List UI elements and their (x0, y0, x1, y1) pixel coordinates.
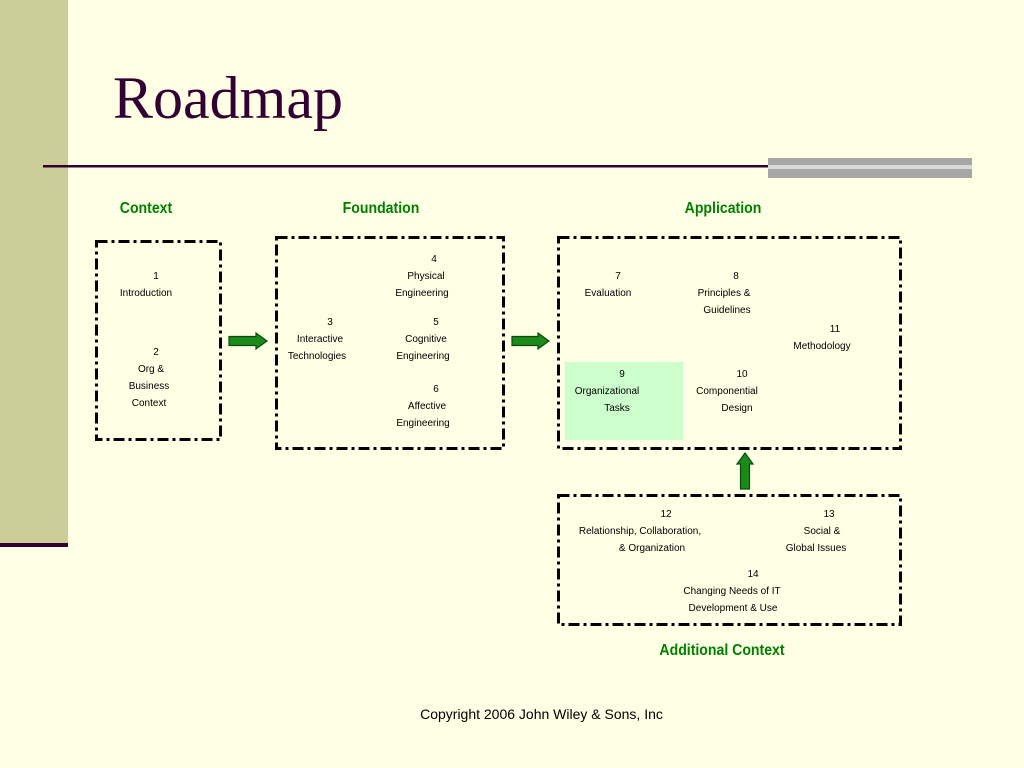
topic-10: 10 Componential Design (627, 366, 827, 417)
topic-number: 10 (736, 368, 748, 380)
topic-label-line: Tasks (604, 402, 630, 414)
topic-label-line: Context (131, 397, 167, 409)
topic-number: 1 (153, 270, 159, 282)
topic-number: 9 (619, 368, 625, 380)
heading-foundation: Foundation (342, 200, 420, 217)
topic-label-line: Evaluation (584, 287, 632, 299)
topic-1: 1 Introduction (46, 268, 246, 302)
topic-8: 8 Principles & Guidelines (625, 268, 825, 319)
heading-context: Context (119, 200, 173, 217)
topic-4: 4 Physical Engineering (324, 251, 524, 302)
copyright-footer: Copyright 2006 John Wiley & Sons, Inc (420, 706, 663, 722)
right-arrow-icon (511, 331, 551, 351)
title-underline (43, 165, 770, 168)
topic-label-line: Cognitive (405, 333, 447, 345)
title-underline-accent-stripe (768, 165, 972, 169)
topic-number: 11 (829, 323, 841, 335)
topic-label-line: Technologies (287, 350, 347, 362)
topic-label-line: Social & (803, 525, 841, 537)
topic-number: 8 (733, 270, 739, 282)
topic-label-line: Development & Use (688, 602, 778, 614)
topic-14: 14 Changing Needs of IT Development & Us… (632, 566, 832, 617)
topic-label-line: Org & (137, 363, 165, 375)
topic-label-line: Engineering (395, 287, 449, 299)
up-arrow-icon (735, 451, 755, 490)
topic-number: 4 (431, 253, 437, 265)
heading-application: Application (684, 200, 762, 217)
topic-label-line: Relationship, Collaboration, (578, 525, 702, 537)
topic-2: 2 Org & Business Context (49, 344, 249, 412)
sidebar-bottom-rule (0, 543, 68, 547)
topic-11: 11 Methodology (722, 321, 922, 355)
topic-label-line: Interactive (296, 333, 344, 345)
application-box (557, 236, 902, 450)
topic-12: 12 Relationship, Collaboration, & Organi… (540, 506, 740, 557)
topic-label-line: Componential (696, 385, 758, 397)
topic-label-line: Global Issues (785, 542, 847, 554)
topic-9: 9 Organizational Tasks (507, 366, 707, 417)
additional-context-box (557, 494, 902, 626)
topic-number: 3 (327, 316, 333, 328)
sidebar-band (0, 0, 68, 545)
highlight-topic-9 (565, 362, 683, 440)
topic-number: 5 (433, 316, 439, 328)
topic-label-line: Guidelines (703, 304, 751, 316)
topic-label-line: Introduction (119, 287, 173, 299)
topic-label-line: Changing Needs of IT (683, 585, 781, 597)
topic-label-line: Affective (407, 400, 447, 412)
topic-label-line: & Organization (618, 542, 686, 554)
foundation-box (275, 236, 505, 450)
topic-number: 2 (153, 346, 159, 358)
topic-label-line: Organizational (574, 385, 640, 397)
topic-label-line: Methodology (793, 340, 851, 352)
topic-5: 5 Cognitive Engineering (325, 314, 525, 365)
slide-title: Roadmap (113, 65, 343, 131)
context-box (95, 240, 222, 441)
topic-label-line: Engineering (396, 417, 450, 429)
topic-7: 7 Evaluation (508, 268, 708, 302)
heading-additional-context: Additional Context (658, 642, 785, 659)
topic-label-line: Design (721, 402, 753, 414)
topic-label-line: Engineering (396, 350, 450, 362)
topic-3: 3 Interactive Technologies (218, 314, 418, 365)
topic-number: 12 (660, 508, 672, 520)
topic-label-line: Business (128, 380, 170, 392)
right-arrow-icon (228, 331, 269, 351)
topic-13: 13 Social & Global Issues (719, 506, 919, 557)
topic-number: 7 (615, 270, 621, 282)
topic-number: 6 (433, 383, 439, 395)
topic-6: 6 Affective Engineering (325, 381, 525, 432)
topic-label-line: Physical (407, 270, 445, 282)
topic-number: 13 (823, 508, 835, 520)
topic-number: 14 (747, 568, 759, 580)
topic-label-line: Principles & (697, 287, 751, 299)
